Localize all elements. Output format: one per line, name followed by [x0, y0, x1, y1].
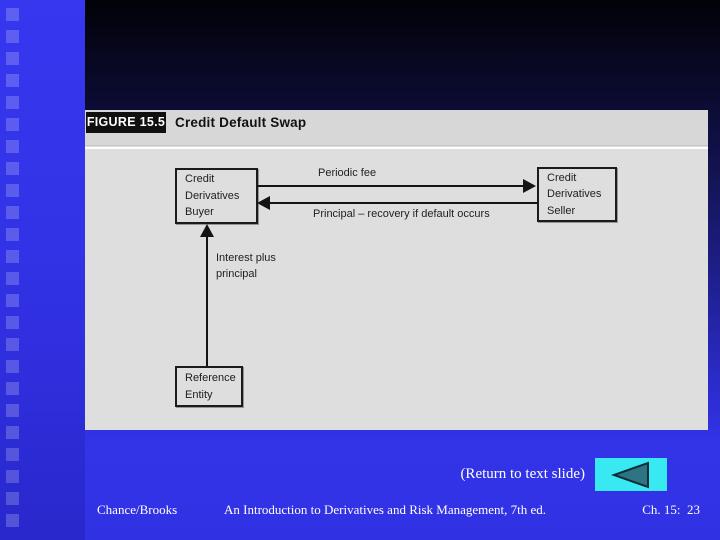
- figure-header: FIGURE 15.5 Credit Default Swap: [85, 110, 708, 146]
- left-accent-strip: [0, 0, 85, 540]
- principal-arrow-line: [270, 202, 537, 204]
- interest-principal-label: Interest plus principal: [216, 252, 276, 280]
- footer-chapter-page: Ch. 15: 23: [642, 502, 700, 517]
- principal-recovery-label: Principal – recovery if default occurs: [313, 208, 490, 220]
- arrow-right-icon: [523, 179, 536, 193]
- arrow-left-icon: [257, 196, 270, 210]
- figure-title: Credit Default Swap: [175, 115, 307, 130]
- interest-arrow-line: [206, 236, 208, 366]
- footer-authors: Chance/Brooks: [97, 502, 178, 517]
- figure-number-label: FIGURE 15.5: [86, 112, 166, 133]
- back-triangle-icon: [610, 461, 649, 488]
- periodic-fee-arrow-line: [258, 185, 524, 187]
- figure-panel: FIGURE 15.5 Credit Default Swap Credit D…: [85, 110, 708, 430]
- reference-entity-box: Reference Entity: [175, 366, 243, 407]
- buyer-box: Credit Derivatives Buyer: [175, 168, 258, 224]
- footer-book-title: An Introduction to Derivatives and Risk …: [224, 502, 547, 517]
- filmstrip-squares: [6, 8, 19, 532]
- seller-box: Credit Derivatives Seller: [537, 167, 617, 222]
- arrow-up-icon: [200, 224, 214, 237]
- periodic-fee-label: Periodic fee: [318, 167, 377, 179]
- header-divider: [85, 147, 708, 149]
- return-to-text-link[interactable]: (Return to text slide): [460, 466, 585, 482]
- credit-default-swap-diagram: Credit Derivatives Buyer Credit Derivati…: [85, 149, 708, 430]
- back-button[interactable]: [595, 458, 667, 491]
